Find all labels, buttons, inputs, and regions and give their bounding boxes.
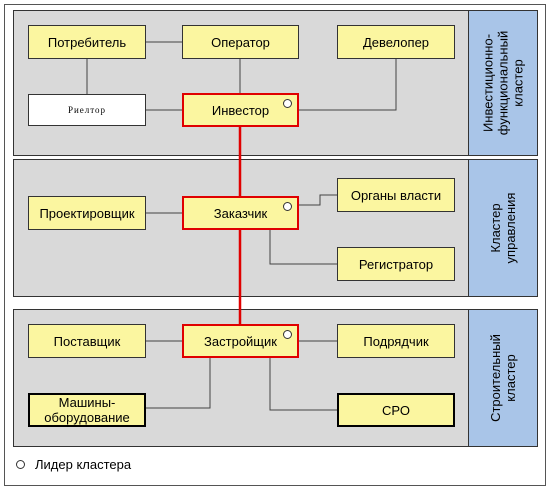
node-realtor: Риелтор [28,94,146,126]
node-contractor: Подрядчик [337,324,455,358]
node-designer: Проектировщик [28,196,146,230]
node-machines-line2: оборудование [44,410,130,425]
connector-developer-investor [299,59,397,111]
diagram-frame [4,4,546,486]
node-consumer: Потребитель [28,25,146,59]
connector-builder-sro [269,358,337,411]
node-registrar: Регистратор [337,247,455,281]
connector-builder-machines [146,358,211,409]
legend-label: Лидер кластера [35,457,132,472]
leader-marker-icon [283,99,292,108]
node-investor: Инвестор [182,93,299,127]
node-machines: Машины- оборудование [28,393,146,427]
leader-marker-icon [283,202,292,211]
node-developer: Девелопер [337,25,455,59]
legend: Лидер кластера [16,457,131,472]
node-operator: Оператор [182,25,299,59]
leader-marker-icon [283,330,292,339]
node-machines-line1: Машины- [58,395,116,410]
connector-customer-authorities [299,194,337,206]
node-customer-label: Заказчик [213,205,268,221]
connector-customer-registrar [269,230,337,265]
cluster-label-management: Кластер управления [468,160,537,296]
node-supplier: Поставщик [28,324,146,358]
node-authorities: Органы власти [337,178,455,212]
cluster-label-investment: Инвестиционно- функциональный кластер [468,11,537,155]
leader-marker-icon [16,460,25,469]
node-sro: СРО [337,393,455,427]
node-builder-label: Застройщик [204,333,277,349]
cluster-label-construction: Строительный кластер [468,310,537,446]
node-customer: Заказчик [182,196,299,230]
node-investor-label: Инвестор [211,102,270,118]
node-builder: Застройщик [182,324,299,358]
node-realtor-label: Риелтор [67,104,107,115]
